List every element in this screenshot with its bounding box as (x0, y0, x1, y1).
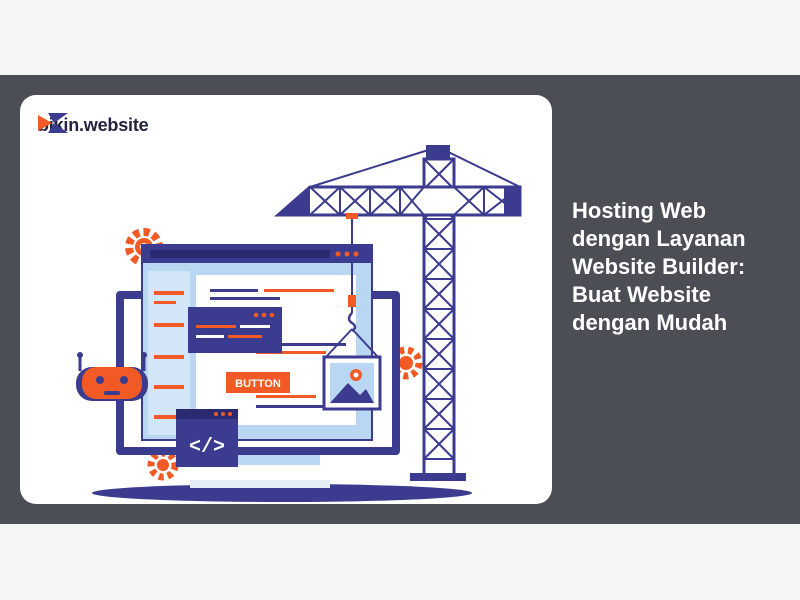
button-mockup-label: BUTTON (235, 378, 281, 390)
gear-icon (147, 449, 179, 481)
code-symbol: </> (189, 436, 225, 459)
robot-icon (76, 352, 148, 401)
featured-image-card: BUTTON </> (20, 95, 552, 504)
bottom-strip (0, 524, 800, 600)
code-icon: </> (176, 409, 238, 467)
article-title: Hosting Web dengan Layanan Website Build… (572, 198, 746, 335)
code-popup (188, 307, 282, 353)
website-builder-illustration: BUTTON </> (76, 145, 522, 502)
brand-name: bikin.website (38, 114, 149, 135)
ground-shadow (92, 484, 472, 502)
button-mockup: BUTTON (226, 372, 290, 393)
top-strip (0, 0, 800, 75)
logo-mark-icon (38, 113, 68, 133)
crane-icon (274, 145, 522, 481)
image-icon (322, 355, 382, 411)
brand-logo[interactable]: bikin.website (38, 113, 149, 137)
